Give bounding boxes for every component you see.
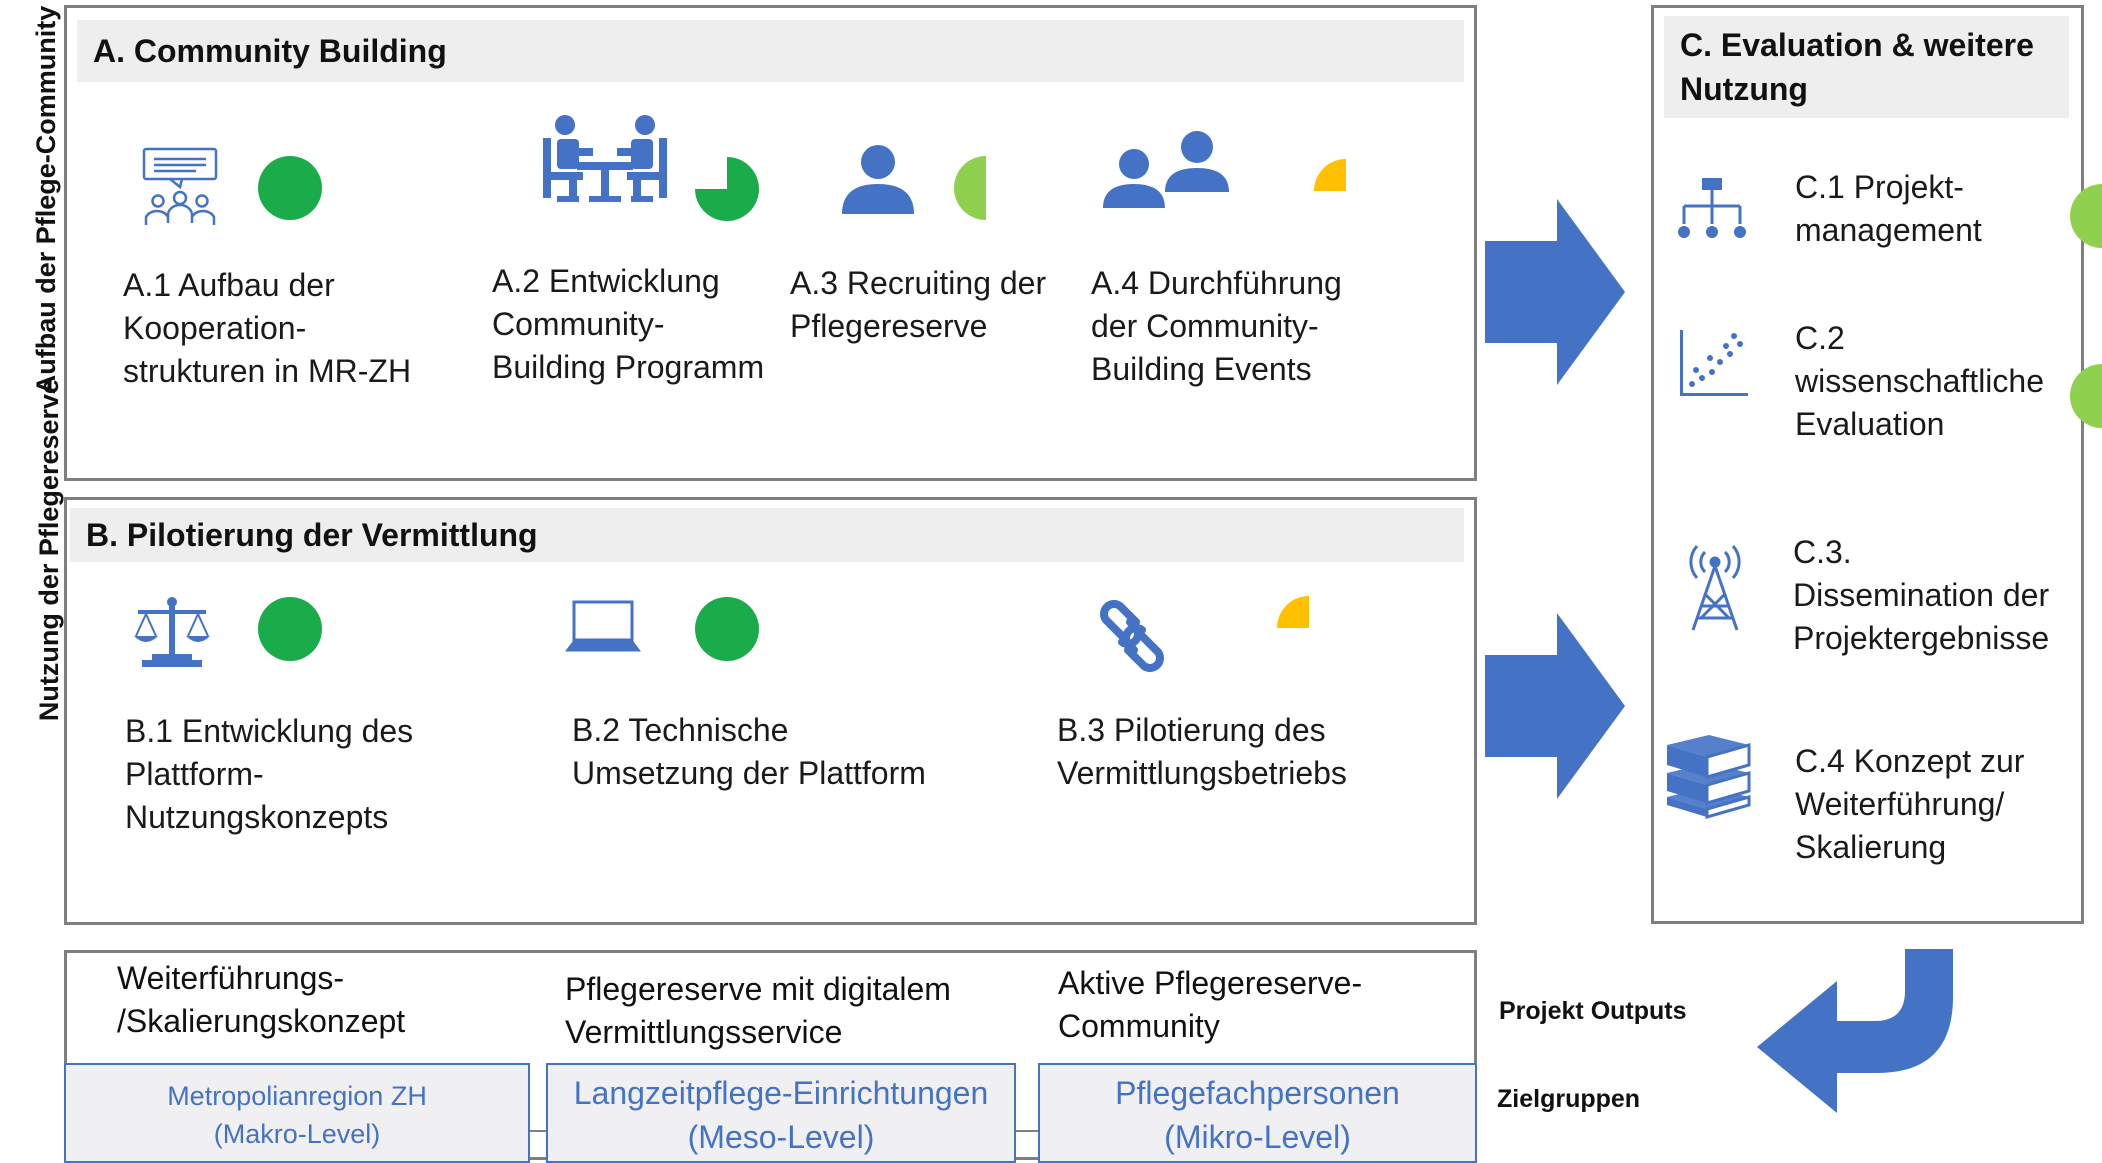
status-indicator-b2 <box>695 597 759 661</box>
scatter-chart-icon <box>1680 330 1748 396</box>
arrow-a-to-c-icon <box>1485 199 1625 385</box>
section-c-title: C. Evaluation & weitere Nutzung <box>1664 16 2069 118</box>
books-icon <box>1667 735 1751 819</box>
item-b1-text: B.1 Entwicklung des Plattform- Nutzungsk… <box>125 713 414 835</box>
hierarchy-icon <box>1678 178 1746 238</box>
left-label-pflegereserve: Nutzung der Pflegereserve <box>34 378 64 722</box>
person-icon <box>842 145 914 214</box>
item-c4-text: C.4 Konzept zur Weiterführung/ Skalierun… <box>1795 743 2025 865</box>
return-arrow-icon <box>1757 949 1953 1113</box>
left-label-community: Aufbau der Pflege-Community <box>31 5 61 395</box>
item-a2-text: A.2 Entwicklung Community- Building Prog… <box>492 263 765 385</box>
section-a-panel <box>64 5 1477 481</box>
target-group-meso: Langzeitpflege-Einrichtungen (Meso-Level… <box>546 1063 1016 1163</box>
item-a3-text: A.3 Recruiting der Pflegereserve <box>790 265 1047 344</box>
status-indicator-a2 <box>695 157 759 221</box>
status-indicator-b3 <box>1277 596 1309 628</box>
item-c3-text: C.3. Dissemination der Projektergebnisse <box>1793 534 2050 656</box>
label-zielgruppen: Zielgruppen <box>1497 1085 1641 1113</box>
target-group-mikro: Pflegefachpersonen (Mikro-Level) <box>1038 1063 1477 1163</box>
item-b3-text: B.3 Pilotierung des Vermittlungsbetriebs <box>1057 712 1347 791</box>
output-skalierungskonzept: Weiterführungs- /Skalierungskonzept <box>117 960 406 1039</box>
status-indicator-c1 <box>2070 184 2102 248</box>
link-icon <box>1100 600 1164 672</box>
arrow-b-to-c-icon <box>1485 613 1625 799</box>
status-indicator-a1 <box>258 156 322 220</box>
item-c1-text: C.1 Projekt- management <box>1795 169 1982 248</box>
label-projekt-outputs: Projekt Outputs <box>1499 997 1687 1025</box>
meeting-icon <box>142 147 218 225</box>
item-c2-text: C.2 wissenschaftliche Evaluation <box>1795 320 2044 442</box>
antenna-icon <box>1689 545 1741 631</box>
section-a-title: A. Community Building <box>77 20 1464 82</box>
status-indicator-c2 <box>2070 364 2102 428</box>
status-indicator-a3 <box>954 156 986 220</box>
team-table-icon <box>543 115 667 202</box>
output-aktive-community: Aktive Pflegereserve- Community <box>1058 965 1363 1044</box>
item-a1-text: A.1 Aufbau der Kooperation- strukturen i… <box>123 267 412 389</box>
scales-icon <box>134 597 210 667</box>
people-icon <box>1103 131 1229 208</box>
target-group-makro: Metropolianregion ZH (Makro-Level) <box>64 1063 530 1163</box>
status-indicator-a4 <box>1314 159 1346 191</box>
item-b2-text: B.2 Technische Umsetzung der Plattform <box>572 712 926 791</box>
status-indicator-b1 <box>258 597 322 661</box>
output-pflegereserve-service: Pflegereserve mit digitalem Vermittlungs… <box>565 971 951 1050</box>
section-b-panel <box>64 497 1477 925</box>
laptop-icon <box>565 600 641 652</box>
section-b-title: B. Pilotierung der Vermittlung <box>70 508 1464 562</box>
item-a4-text: A.4 Durchführung der Community- Building… <box>1091 265 1342 387</box>
